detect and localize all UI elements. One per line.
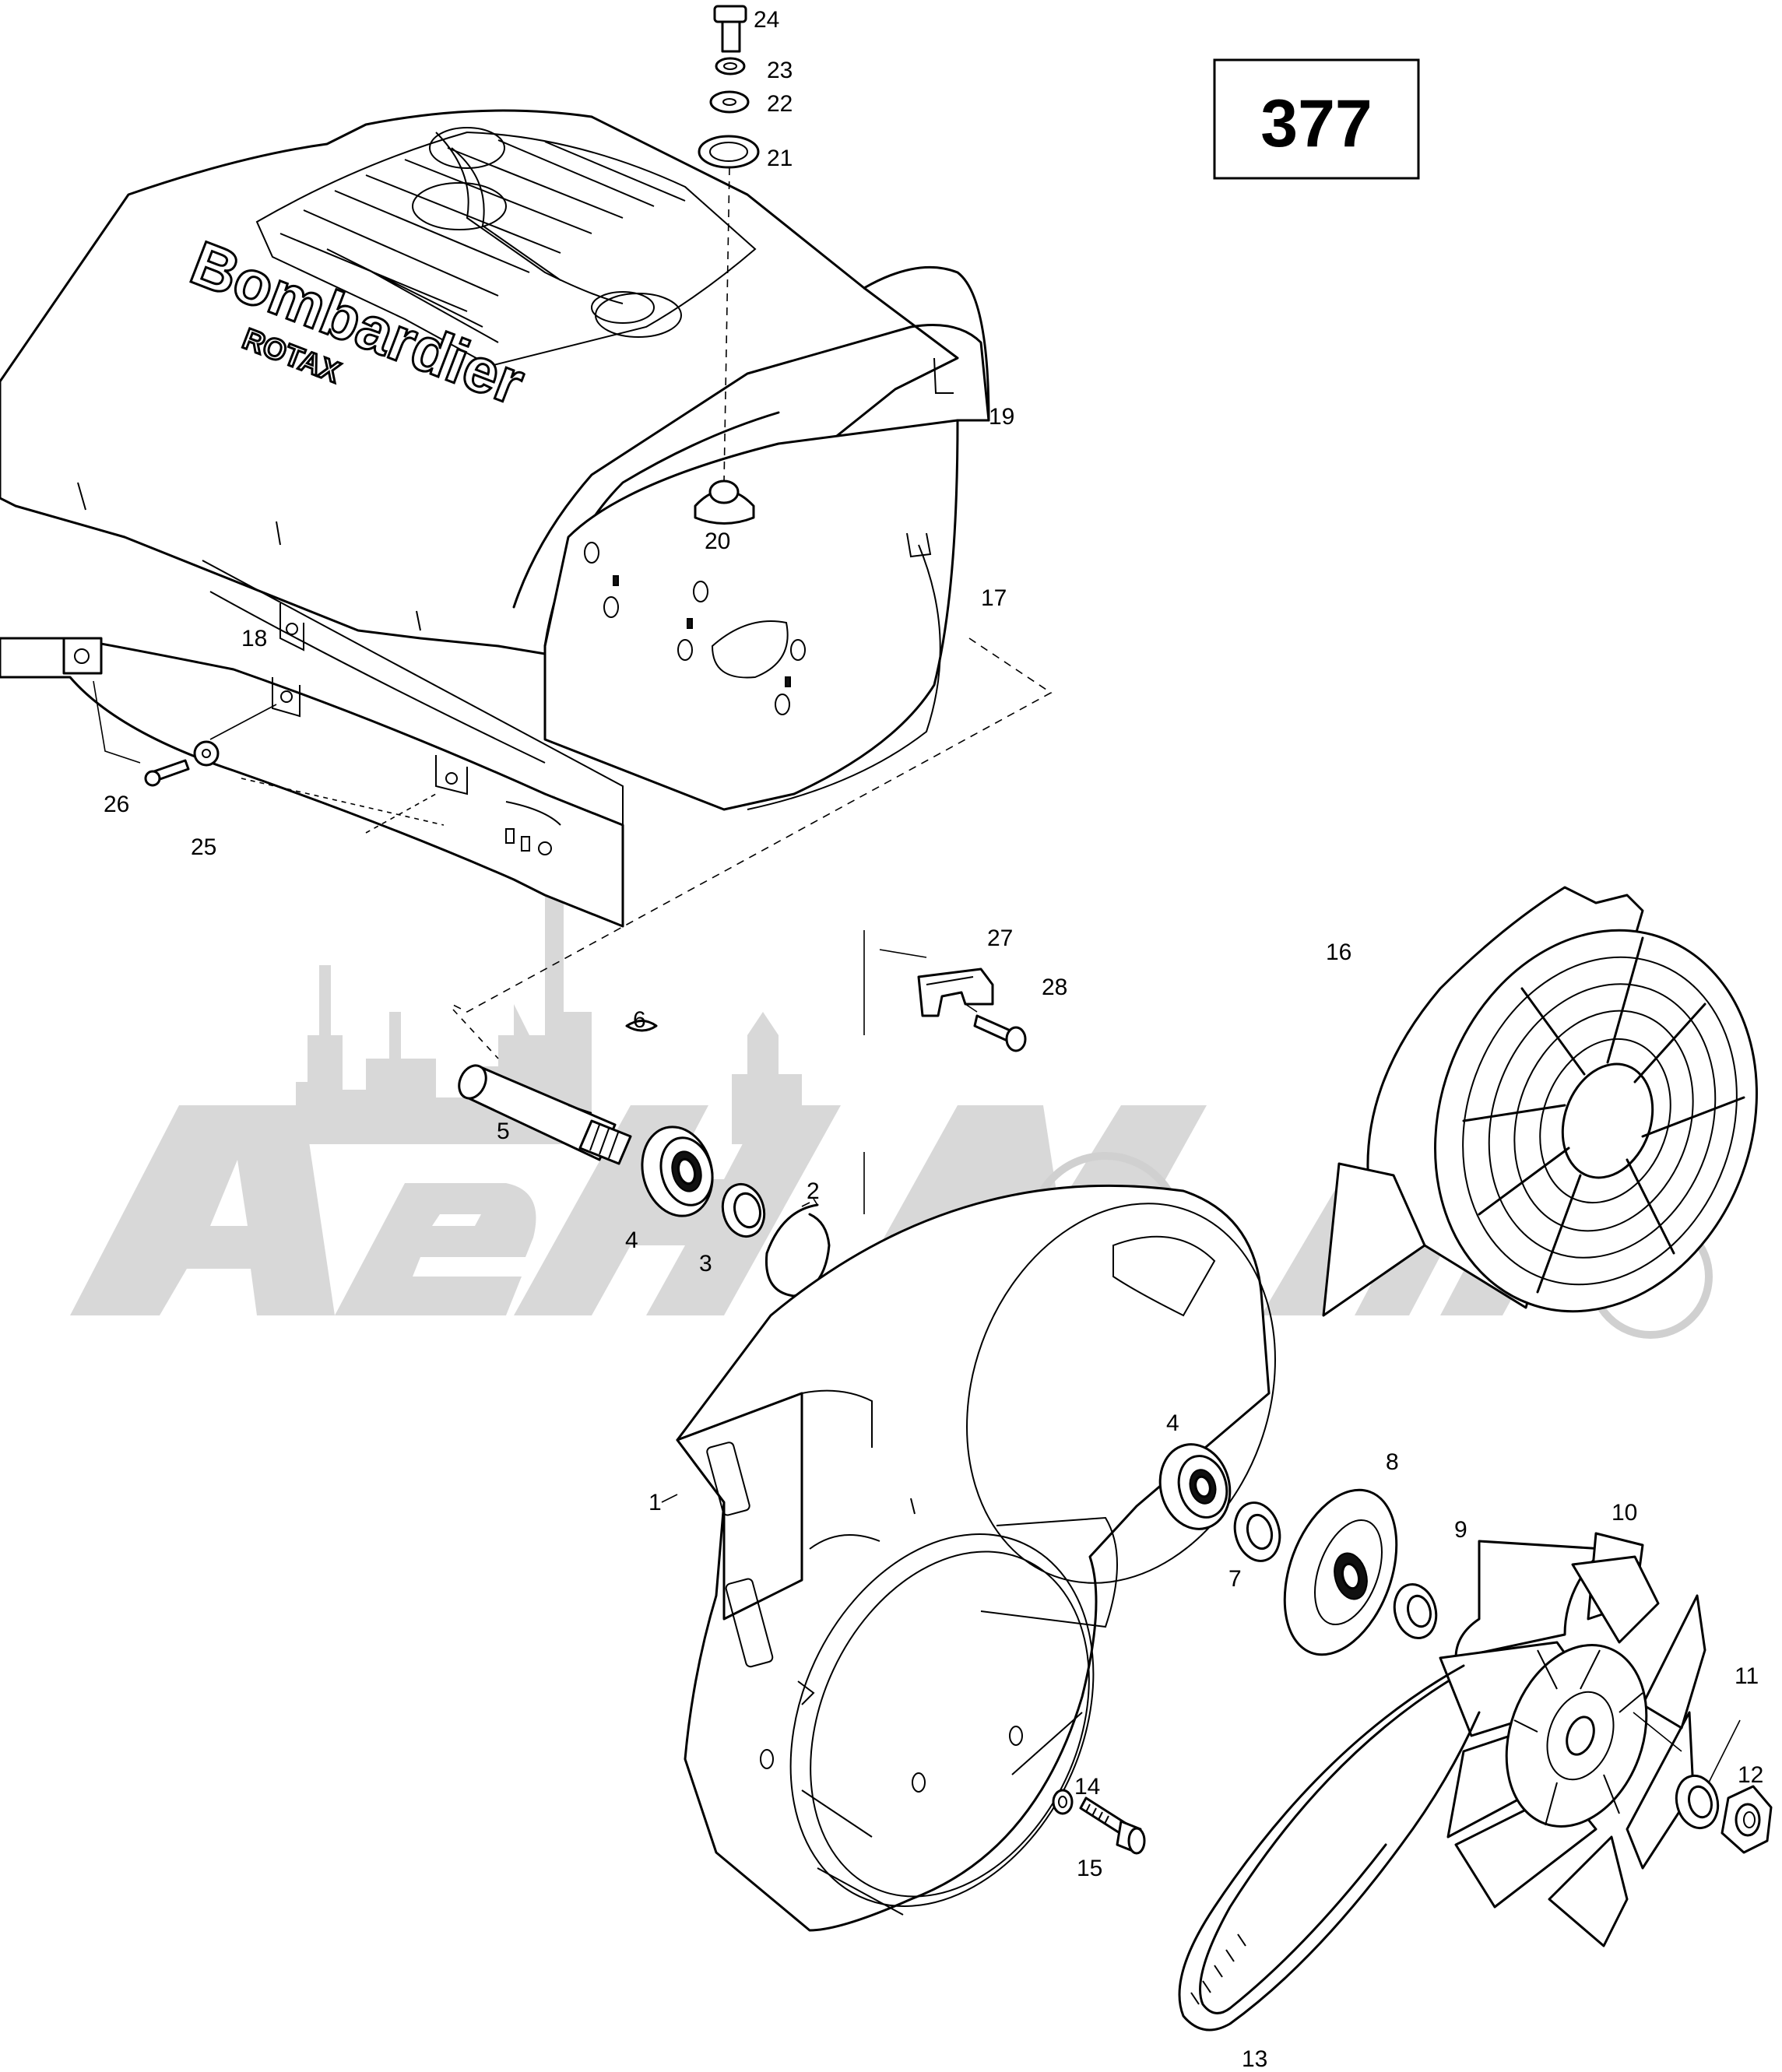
callout-16: 16 bbox=[1326, 939, 1351, 965]
callout-5: 5 bbox=[497, 1119, 510, 1144]
callout-24: 24 bbox=[754, 7, 779, 33]
fastener-stack bbox=[694, 5, 760, 525]
callout-14: 14 bbox=[1074, 1774, 1100, 1800]
callout-25: 25 bbox=[191, 834, 216, 860]
callout-28: 28 bbox=[1042, 975, 1067, 1000]
main-housing bbox=[661, 1184, 1276, 1932]
callout-23: 23 bbox=[767, 58, 793, 83]
callout-9: 9 bbox=[1454, 1517, 1467, 1543]
pulley-group bbox=[1158, 1443, 1773, 1947]
callout-4a: 4 bbox=[625, 1227, 638, 1253]
callout-11: 11 bbox=[1735, 1663, 1759, 1689]
callout-20: 20 bbox=[705, 529, 730, 554]
callout-10: 10 bbox=[1612, 1500, 1637, 1526]
diagram-number: 377 bbox=[1260, 86, 1373, 161]
callout-22: 22 bbox=[767, 91, 793, 117]
shaft-assembly bbox=[452, 1009, 865, 1298]
diagram-number-plate: 377 bbox=[1213, 58, 1420, 180]
callout-6: 6 bbox=[633, 1007, 646, 1033]
callout-18: 18 bbox=[241, 626, 267, 651]
callout-26: 26 bbox=[104, 792, 129, 817]
callout-labels: 1 2 3 4 4 5 6 7 8 9 10 11 12 13 14 15 16… bbox=[104, 7, 1763, 2072]
callout-13: 13 bbox=[1242, 2046, 1267, 2072]
star-washer bbox=[193, 740, 220, 767]
callout-19: 19 bbox=[989, 404, 1014, 430]
washer-and-screw bbox=[1052, 1789, 1146, 1855]
fan-housing bbox=[1322, 886, 1758, 1317]
callout-2: 2 bbox=[807, 1178, 820, 1204]
deflector-plate bbox=[0, 560, 1053, 1013]
upper-cowl: Bombardier ROTAX bbox=[0, 109, 990, 811]
callout-1: 1 bbox=[648, 1490, 662, 1515]
drive-belt bbox=[1178, 1664, 1481, 2032]
callout-3: 3 bbox=[699, 1251, 712, 1277]
callout-17: 17 bbox=[981, 585, 1007, 611]
callout-12: 12 bbox=[1738, 1762, 1763, 1788]
callout-4b: 4 bbox=[1166, 1410, 1179, 1436]
clip-and-screw bbox=[863, 930, 1027, 1052]
callout-8: 8 bbox=[1386, 1449, 1399, 1475]
callout-21: 21 bbox=[767, 146, 793, 171]
callout-15: 15 bbox=[1077, 1856, 1102, 1881]
callout-7: 7 bbox=[1228, 1566, 1242, 1592]
callout-27: 27 bbox=[987, 925, 1013, 951]
